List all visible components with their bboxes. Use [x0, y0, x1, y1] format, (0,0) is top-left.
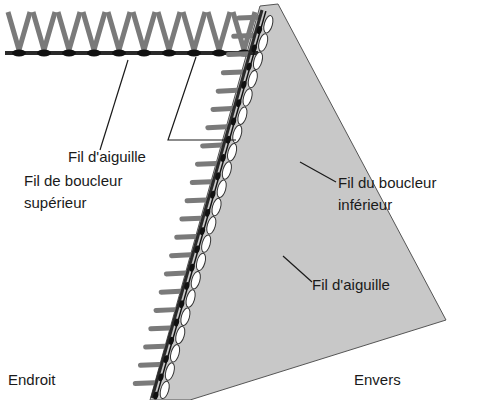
upper-looper-loop	[33, 12, 55, 50]
upper-looper-loop	[166, 271, 185, 277]
upper-looper-loop	[183, 12, 205, 50]
upper-looper-label: Fil de boucleur supérieur	[24, 170, 154, 214]
upper-looper-loop	[213, 106, 232, 112]
upper-looper-loop	[8, 12, 30, 50]
wrong-side-label: Envers	[354, 369, 401, 391]
needle-thread-label: Fil d'aiguille	[312, 274, 390, 296]
upper-looper-loop	[83, 12, 105, 50]
upper-looper-loop	[135, 380, 154, 386]
thread-knot	[37, 50, 51, 57]
thread-knot	[12, 50, 26, 57]
upper-looper-loop	[177, 234, 196, 240]
upper-looper-loop	[203, 143, 222, 149]
thread-knot	[137, 50, 151, 57]
upper-looper-loop	[133, 12, 155, 50]
upper-looper-loop	[197, 161, 216, 167]
thread-knot	[62, 50, 76, 57]
thread-knot	[187, 50, 201, 57]
upper-looper-loop	[158, 12, 180, 50]
upper-looper-loop	[223, 69, 242, 75]
upper-looper-loop	[229, 51, 248, 57]
thread-knot	[112, 50, 126, 57]
thread-knot	[212, 50, 226, 57]
upper-looper-loop	[151, 325, 170, 331]
leader-lines	[100, 57, 336, 282]
needle-thread-label: Fil d'aiguille	[68, 146, 146, 168]
upper-looper-loop	[208, 124, 227, 130]
upper-looper-loop	[234, 33, 253, 39]
upper-looper-loop	[208, 12, 230, 50]
upper-looper-loop	[218, 88, 237, 94]
leader-line	[168, 57, 236, 140]
needle-thread	[156, 11, 266, 399]
upper-looper-loop	[192, 179, 211, 185]
upper-looper-loop	[182, 216, 201, 222]
top-stitch-band	[5, 12, 258, 57]
leader-line	[283, 256, 312, 282]
leader-line	[300, 162, 336, 182]
thread-knot	[162, 50, 176, 57]
upper-looper-loop	[187, 197, 206, 203]
upper-looper-loop	[172, 252, 191, 258]
upper-looper-loop	[239, 15, 258, 21]
upper-looper-loop	[58, 12, 80, 50]
leader-line	[100, 60, 128, 150]
upper-looper-loop	[156, 307, 175, 313]
right-side-label: Endroit	[8, 369, 56, 391]
needle-thread	[152, 10, 262, 398]
diagonal-stitch-band	[135, 10, 274, 400]
upper-looper-loop	[108, 12, 130, 50]
upper-looper-loop	[140, 362, 159, 368]
upper-looper-loop	[146, 344, 165, 350]
upper-looper-loop	[161, 289, 180, 295]
lower-looper-label: Fil du boucleur inférieur	[338, 172, 468, 216]
thread-knot	[87, 50, 101, 57]
fabric-reverse	[150, 4, 446, 400]
